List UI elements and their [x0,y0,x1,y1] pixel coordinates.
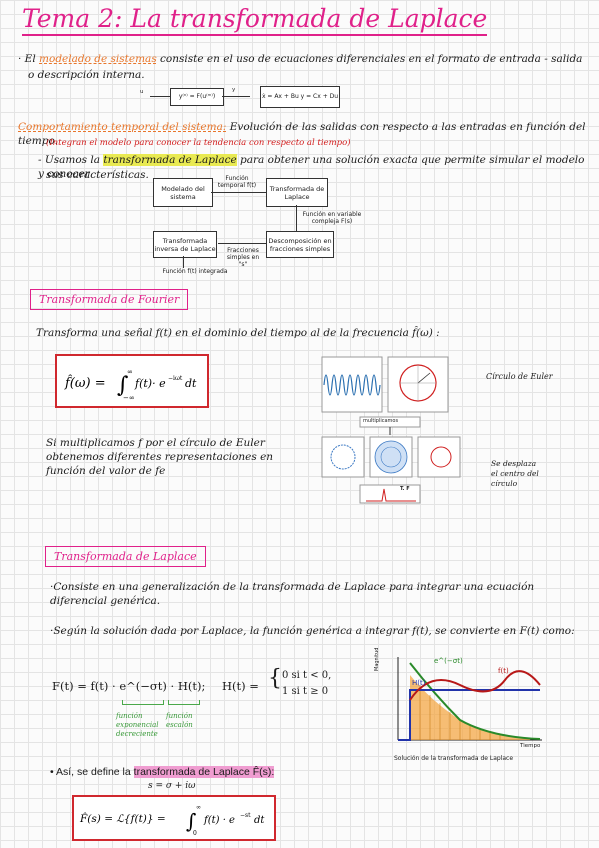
s-definition: s = σ + iω [148,781,196,791]
laplace-graph: e^(−σt) H(t) f(t) Magnitud Tiempo Soluci… [374,648,545,770]
svg-text:dt: dt [254,815,265,826]
graph-ylabel: Magnitud [374,647,380,671]
io-equation-box: y⁽ⁿ⁾ = F(u⁽ᵐ⁾) [170,88,224,106]
laplace-bullet-2: ·Según la solución dada por Laplace, la … [50,625,575,637]
io-block-diagram: u y⁽ⁿ⁾ = F(u⁽ᵐ⁾) y ẋ = Ax + Bu y = Cx + … [140,86,440,110]
case-brace: { [268,666,282,691]
step-annotation: función escalón [166,712,193,729]
laplace-bullet-1: ·Consiste en una generalización de la tr… [50,581,535,607]
temporal-heading: Comportamiento temporal del sistema: [18,121,227,133]
laplace-section-title: Transformada de Laplace [45,546,206,567]
intro-line-1: · El modelado de sistemas consiste en el… [18,52,588,66]
state-space-box: ẋ = Ax + Bu y = Cx + Du [260,86,340,108]
usage-prefix: - Usamos la [38,154,104,166]
euler-visual: multiplicamos T. F [320,355,470,505]
temporal-note: (Integran el modelo para conocer la tend… [46,138,351,148]
flow-box-inversa: Transformada inversa de Laplace [153,231,217,258]
output-symbol: y [232,87,236,93]
exp-annotation: función exponencial decreciente [116,712,159,738]
flow-box-descomposicion: Descomposición en fracciones simples [266,231,334,258]
laplace-ft-equation: F(t) = f(t) · e^(−σt) · H(t); [52,679,206,693]
exp-curve-label: e^(−σt) [434,657,463,665]
fourier-description: Transforma una señal f(t) en el dominio … [36,327,440,339]
laplace-usage-line-2: sus características. [46,169,149,181]
fourier-formula: f̂(ω) = ∫ ∞ −∞ f(t)· e −iωt dt [64,368,197,402]
flow-label-integrada: Función f(t) integrada [162,268,228,275]
f-curve-label: f(t) [498,667,509,675]
svg-text:f(t) · e: f(t) · e [203,815,235,826]
heaviside-label: H(t) = [222,679,259,693]
svg-text:F̂(s) = ℒ{f(t)} =: F̂(s) = ℒ{f(t)} = [79,812,166,825]
heaviside-case-1: 0 si t < 0, [282,670,332,681]
euler-circle-annotation: Círculo de Euler [486,372,553,381]
input-symbol: u [140,89,144,95]
svg-text:∞: ∞ [196,804,201,811]
svg-text:−∞: −∞ [123,394,135,402]
svg-text:∞: ∞ [127,368,133,376]
usage-suffix: para obtener una solución exacta que per… [38,154,585,180]
temporal-description: Evolución de las salidas con respecto a … [18,121,586,147]
flow-box-laplace: Transformada de Laplace [266,178,328,207]
laplace-usage-line: - Usamos la transformada de Laplace para… [38,153,593,181]
shift-annotation: Se desplaza el centro del círculo [491,459,539,488]
usage-highlight: transformada de Laplace [103,154,237,166]
graph-caption: Solución de la transformada de Laplace [394,755,514,762]
flow-label-fracciones: Fracciones simples en "s" [226,247,260,268]
multiply-label: multiplicamos [363,418,399,424]
graph-xlabel: Tiempo [520,743,541,749]
svg-text:∫: ∫ [117,373,129,398]
intro-suffix: consiste en el uso de ecuaciones diferen… [156,53,583,65]
svg-text:∫: ∫ [186,809,196,833]
definition-highlight: transformada de Laplace F̂(s): [133,766,275,778]
fourier-paragraph: Si multiplicamos f por el círculo de Eul… [46,437,274,477]
svg-text:0: 0 [193,830,197,837]
intro-line-2: o descripción interna. [28,69,145,81]
flow-label-ft: Función temporal f(t) [217,175,257,189]
fourier-formula-box: f̂(ω) = ∫ ∞ −∞ f(t)· e −iωt dt [55,354,209,408]
definition-prefix: • Así, se define la [50,766,134,778]
temporal-line: Comportamiento temporal del sistema: Evo… [18,120,593,148]
page-title: Tema 2: La transformada de Laplace [22,4,488,36]
tf-label: T. F [400,486,410,492]
svg-text:−iωt: −iωt [168,375,183,382]
flow-box-modelado: Modelado del sistema [153,178,213,207]
laplace-formula: F̂(s) = ℒ{f(t)} = ∫ ∞ 0 f(t) · e −st dt [79,804,265,837]
intro-prefix: · El [18,53,40,65]
fourier-section-title: Transformada de Fourier [30,289,189,310]
laplace-definition-line: • Así, se define la transformada de Lapl… [50,766,275,778]
heaviside-case-2: 1 si t ≥ 0 [282,686,329,697]
euler-illustration [321,356,461,504]
svg-text:f̂(ω) =: f̂(ω) = [64,374,106,391]
modelado-link-text: modelado de sistemas [39,53,157,65]
svg-text:−st: −st [240,812,251,819]
step-curve-label: H(t) [412,679,426,687]
svg-text:f(t)· e: f(t)· e [134,377,166,390]
laplace-graph-plot [397,657,542,741]
laplace-formula-box: F̂(s) = ℒ{f(t)} = ∫ ∞ 0 f(t) · e −st dt [72,795,276,841]
flow-label-fs: Función en variable compleja F(s) [302,211,362,225]
process-flow-diagram: Modelado del sistema Función temporal f(… [150,175,370,280]
svg-text:dt: dt [185,377,197,390]
